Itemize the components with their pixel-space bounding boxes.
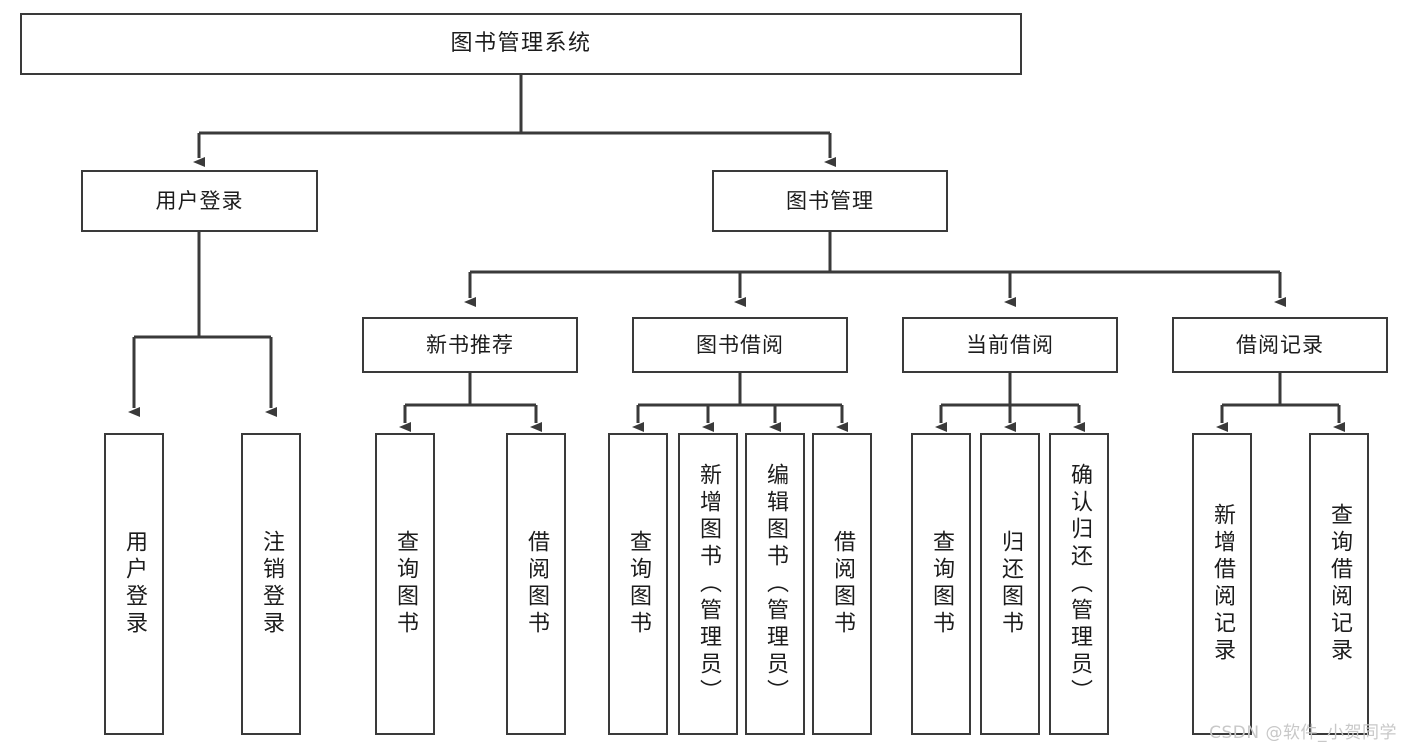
node-label: 查询图书 — [929, 530, 954, 638]
node-current-borrow[interactable]: 当前借阅 — [902, 317, 1118, 373]
node-root-system[interactable]: 图书管理系统 — [20, 13, 1022, 75]
node-book-management[interactable]: 图书管理 — [712, 170, 948, 232]
leaf-recommend-query-book[interactable]: 查询图书 — [375, 433, 435, 735]
node-label: 借阅记录 — [1236, 332, 1324, 357]
leaf-current-confirm-return[interactable]: 确认归还（管理员） — [1049, 433, 1109, 735]
node-label: 用户登录 — [155, 188, 244, 213]
node-label: 查询图书 — [393, 530, 418, 638]
watermark-text: CSDN @软件_小贺同学 — [1209, 723, 1397, 743]
node-label: 借阅图书 — [830, 530, 855, 638]
leaf-record-add-record[interactable]: 新增借阅记录 — [1192, 433, 1252, 735]
node-label: 查询图书 — [626, 530, 651, 638]
node-label: 注销登录 — [259, 530, 284, 638]
leaf-current-query-book[interactable]: 查询图书 — [911, 433, 971, 735]
node-label: 新书推荐 — [426, 332, 514, 357]
leaf-user-login-logout[interactable]: 注销登录 — [241, 433, 301, 735]
node-label: 图书借阅 — [696, 332, 784, 357]
leaf-user-login-login[interactable]: 用户登录 — [104, 433, 164, 735]
node-label: 编辑图书（管理员） — [763, 462, 788, 706]
node-new-book-recommend[interactable]: 新书推荐 — [362, 317, 578, 373]
node-borrow-record[interactable]: 借阅记录 — [1172, 317, 1388, 373]
leaf-record-query-record[interactable]: 查询借阅记录 — [1309, 433, 1369, 735]
node-label: 新增图书（管理员） — [696, 462, 721, 706]
node-book-borrow[interactable]: 图书借阅 — [632, 317, 848, 373]
leaf-recommend-borrow-book[interactable]: 借阅图书 — [506, 433, 566, 735]
node-label: 借阅图书 — [524, 530, 549, 638]
node-label: 图书管理系统 — [450, 31, 592, 57]
leaf-borrow-query-book[interactable]: 查询图书 — [608, 433, 668, 735]
node-label: 图书管理 — [786, 188, 874, 213]
node-label: 用户登录 — [122, 530, 147, 638]
node-label: 当前借阅 — [966, 332, 1054, 357]
node-label: 新增借阅记录 — [1210, 503, 1235, 665]
node-label: 确认归还（管理员） — [1067, 462, 1092, 706]
leaf-borrow-edit-book[interactable]: 编辑图书（管理员） — [745, 433, 805, 735]
node-label: 查询借阅记录 — [1327, 503, 1352, 665]
node-label: 归还图书 — [998, 530, 1023, 638]
leaf-borrow-borrow-book[interactable]: 借阅图书 — [812, 433, 872, 735]
leaf-current-return-book[interactable]: 归还图书 — [980, 433, 1040, 735]
node-user-login[interactable]: 用户登录 — [81, 170, 318, 232]
leaf-borrow-add-book[interactable]: 新增图书（管理员） — [678, 433, 738, 735]
